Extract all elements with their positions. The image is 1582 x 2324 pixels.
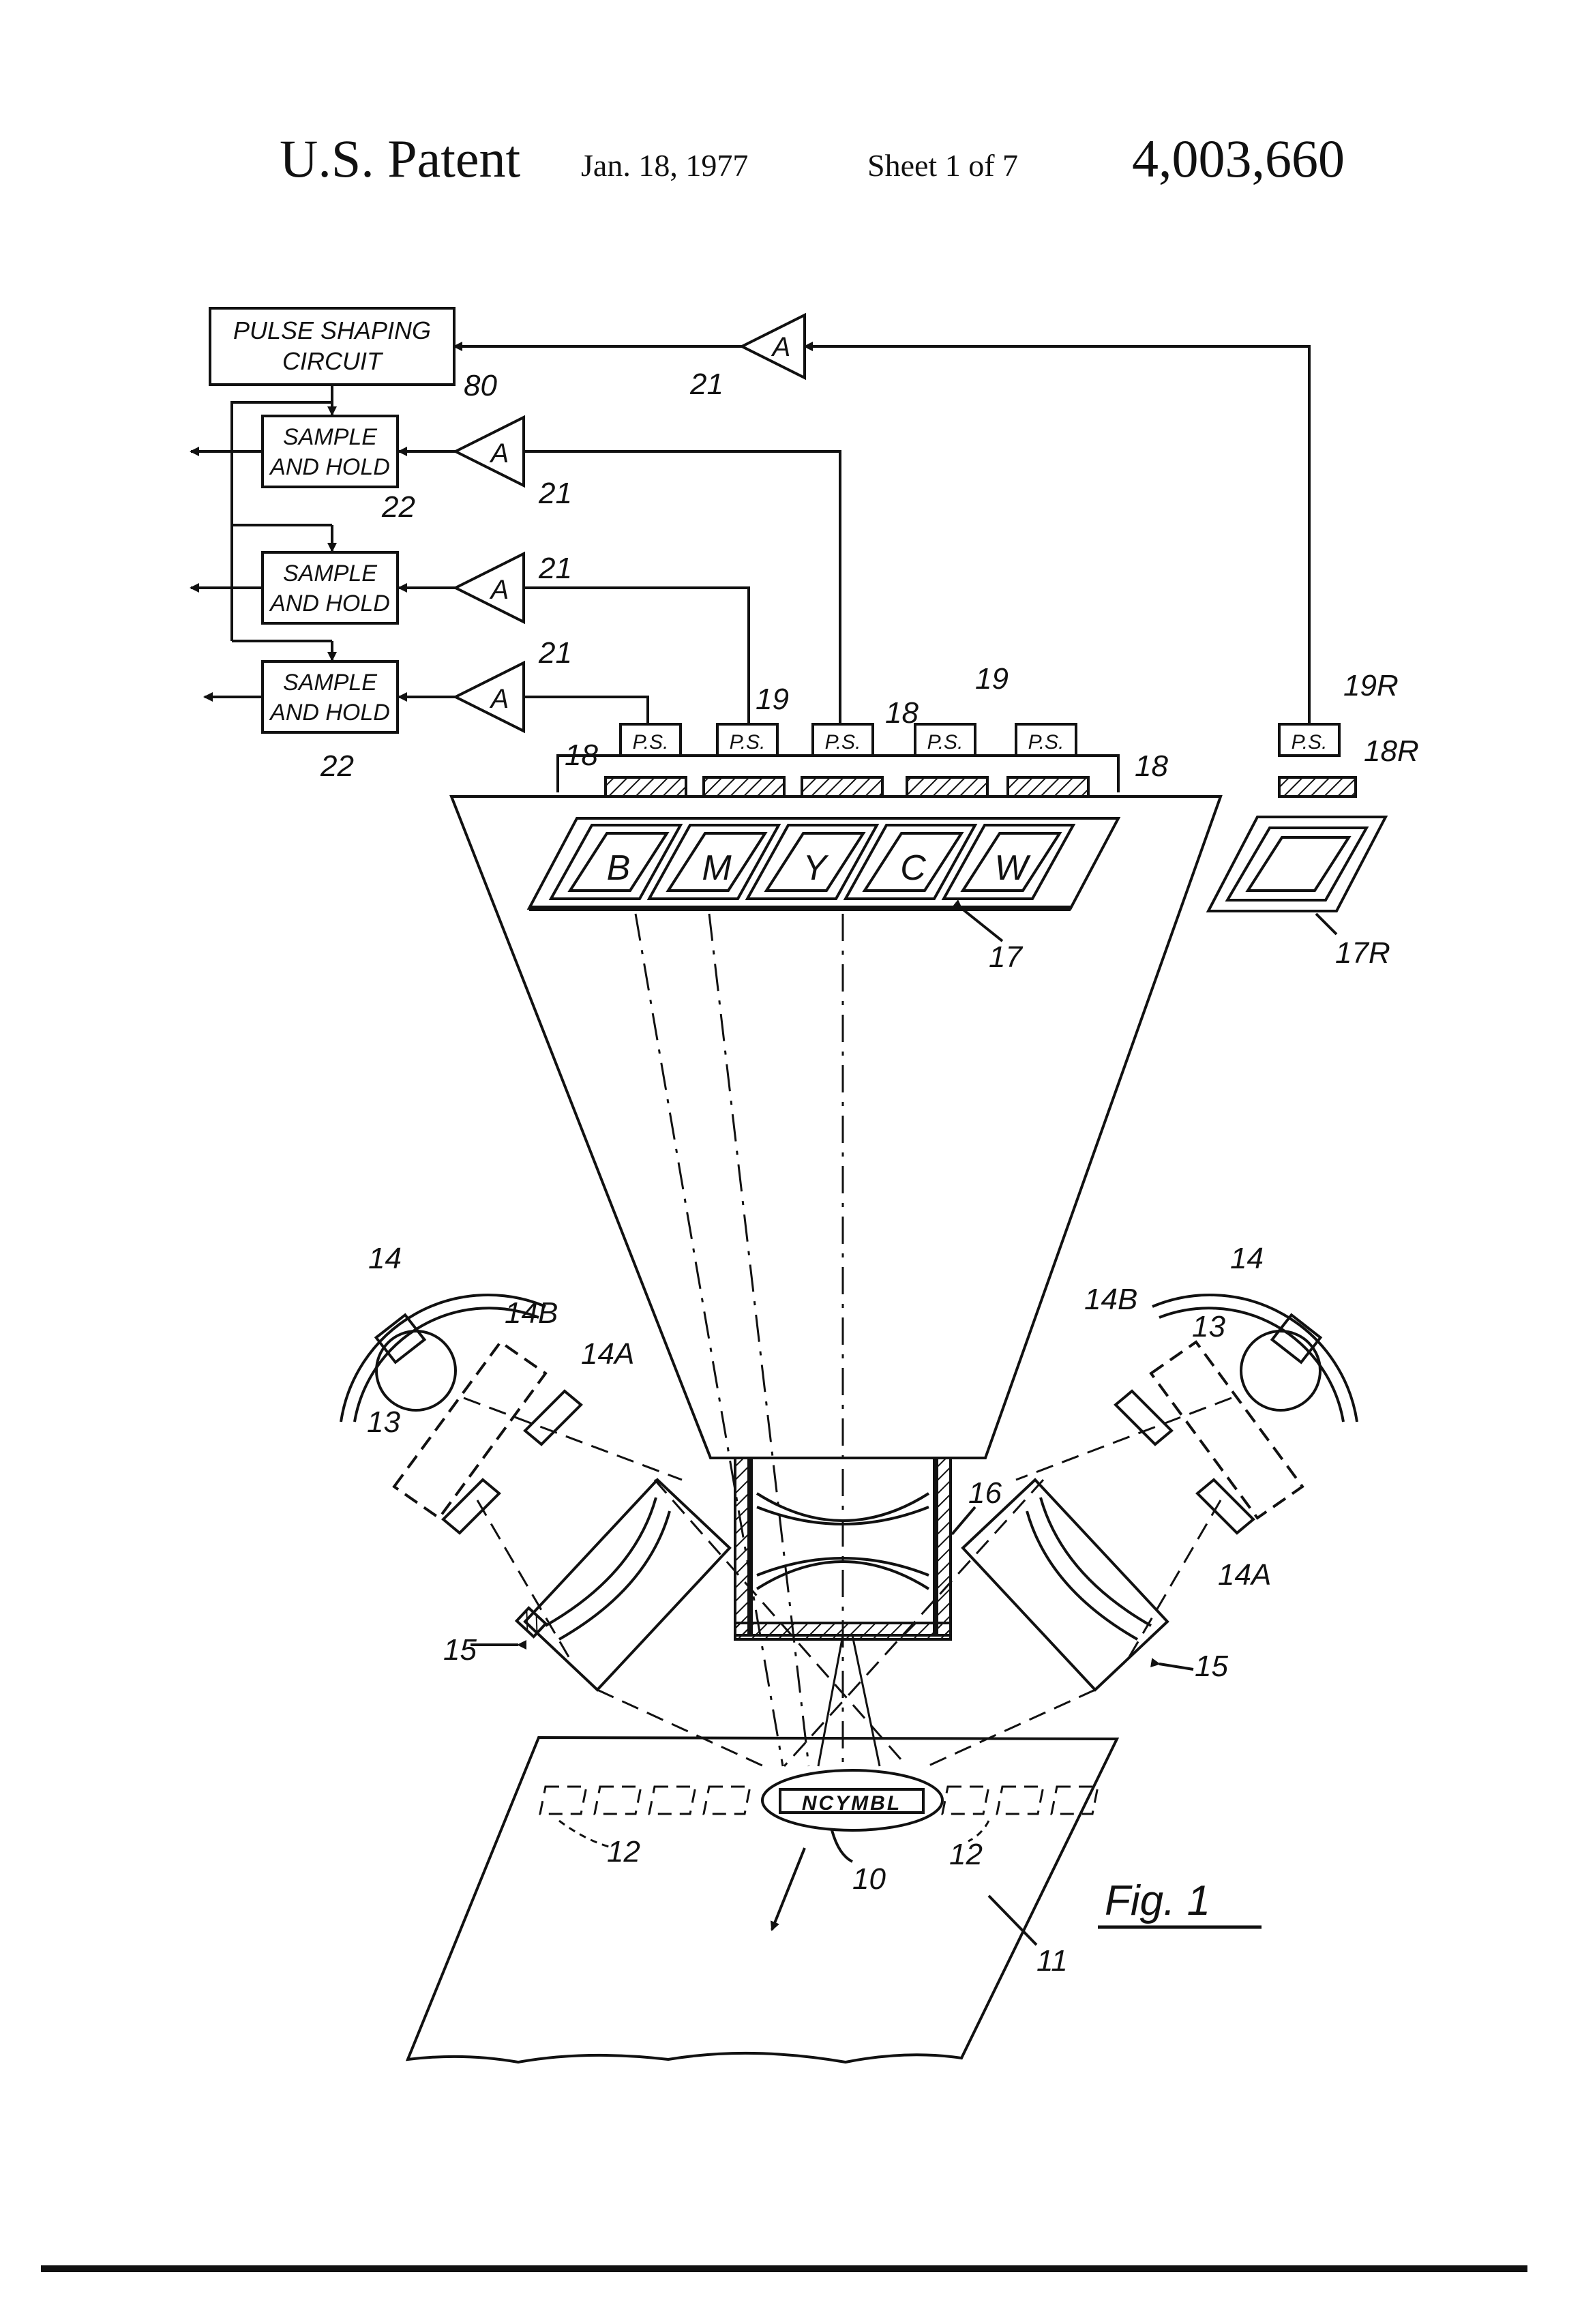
amplifier-2: A: [456, 554, 524, 622]
ref-15-left: 15: [443, 1633, 477, 1667]
svg-text:AND HOLD: AND HOLD: [269, 454, 390, 480]
svg-text:A: A: [490, 575, 509, 605]
ref-17R: 17R: [1335, 936, 1390, 970]
svg-text:SAMPLE: SAMPLE: [283, 424, 377, 450]
ref-14-right: 14: [1230, 1242, 1264, 1275]
ref-18-a: 18: [565, 739, 598, 772]
sensor-strips: [606, 777, 1356, 796]
svg-text:P.S.: P.S.: [927, 731, 964, 754]
optics-housing: [451, 796, 1221, 1458]
ref-19-b: 19: [975, 662, 1009, 696]
ref-22-a: 22: [381, 490, 415, 524]
svg-text:AND HOLD: AND HOLD: [269, 591, 390, 616]
ref-19R: 19R: [1343, 669, 1399, 702]
bottom-rule: [41, 2265, 1527, 2272]
photosensor-row: P.S. P.S. P.S. P.S. P.S.: [621, 724, 1076, 756]
svg-text:21: 21: [538, 477, 572, 510]
svg-text:P.S.: P.S.: [730, 731, 766, 754]
lens-left: [517, 1480, 730, 1690]
ref-18-b: 18: [885, 696, 919, 730]
pulse-shaping-line1: PULSE SHAPING: [233, 316, 431, 344]
amplifier-3: A: [456, 663, 524, 731]
illumination-rays: [464, 1398, 1232, 1766]
svg-text:SAMPLE: SAMPLE: [283, 561, 377, 586]
amplifier-top: A: [742, 315, 805, 378]
filter-plate: B M Y C W: [529, 818, 1118, 908]
ref-22-b: 22: [320, 749, 354, 783]
ref-14B-right: 14B: [1084, 1283, 1137, 1316]
ref-12-left: 12: [607, 1835, 640, 1868]
ref-12-right: 12: [949, 1838, 983, 1871]
svg-text:P.S.: P.S.: [825, 731, 861, 754]
svg-text:21: 21: [538, 636, 572, 670]
mirror-14A-right: [1116, 1391, 1171, 1444]
movement-arrow: [772, 1848, 805, 1930]
ref-15-right: 15: [1195, 1650, 1228, 1683]
sensing-rays: [818, 1635, 880, 1766]
sample-hold-3: SAMPLE AND HOLD: [263, 661, 398, 732]
lamp-right: [1152, 1295, 1357, 1422]
ref-19-a: 19: [756, 683, 789, 716]
spot-text: NCYMBL: [802, 1792, 901, 1815]
sample-hold-2: SAMPLE AND HOLD: [263, 552, 398, 623]
svg-text:AND HOLD: AND HOLD: [269, 700, 390, 726]
ref-18-c: 18: [1135, 749, 1168, 783]
ref-10: 10: [852, 1862, 886, 1896]
ref-17: 17: [989, 940, 1023, 974]
svg-text:A: A: [490, 438, 509, 468]
filter-letter-w: W: [994, 848, 1031, 888]
reference-filter: [1208, 817, 1386, 911]
pulse-shaping-circuit: PULSE SHAPING CIRCUIT: [210, 308, 454, 385]
scan-spot: NCYMBL: [762, 1770, 942, 1830]
filter-letter-m: M: [702, 848, 732, 888]
figure-label: Fig. 1: [1105, 1877, 1210, 1924]
amp-symbol: A: [771, 332, 791, 362]
svg-text:P.S.: P.S.: [1292, 731, 1328, 754]
ref-11: 11: [1036, 1944, 1068, 1978]
ref-18R: 18R: [1364, 734, 1419, 768]
svg-text:A: A: [490, 684, 509, 714]
photosensor-reference: P.S.: [1279, 724, 1339, 756]
filter-letter-b: B: [607, 848, 631, 888]
svg-text:P.S.: P.S.: [633, 731, 669, 754]
ref-13-right: 13: [1192, 1310, 1225, 1343]
ref-14B-left: 14B: [505, 1296, 558, 1330]
svg-text:P.S.: P.S.: [1028, 731, 1064, 754]
ref-14A-left: 14A: [581, 1337, 634, 1371]
pulse-shaping-line2: CIRCUIT: [282, 347, 384, 375]
filter-letter-c: C: [900, 848, 926, 888]
figure-label-group: Fig. 1: [1098, 1877, 1262, 1927]
ref-14A-right: 14A: [1218, 1558, 1271, 1592]
ref-16: 16: [968, 1476, 1002, 1510]
ref-21-top: 21: [689, 368, 723, 401]
ref-80: 80: [464, 369, 497, 402]
amplifier-1: A: [456, 417, 524, 486]
sample-hold-1: SAMPLE AND HOLD: [263, 416, 398, 487]
filter-letter-y: Y: [803, 848, 829, 888]
ref-13-left: 13: [367, 1405, 400, 1439]
mirror-14A-left: [525, 1391, 581, 1444]
ref-14-left: 14: [368, 1242, 402, 1275]
lens-right: [963, 1480, 1167, 1690]
svg-text:21: 21: [538, 552, 572, 585]
svg-text:SAMPLE: SAMPLE: [283, 670, 377, 696]
